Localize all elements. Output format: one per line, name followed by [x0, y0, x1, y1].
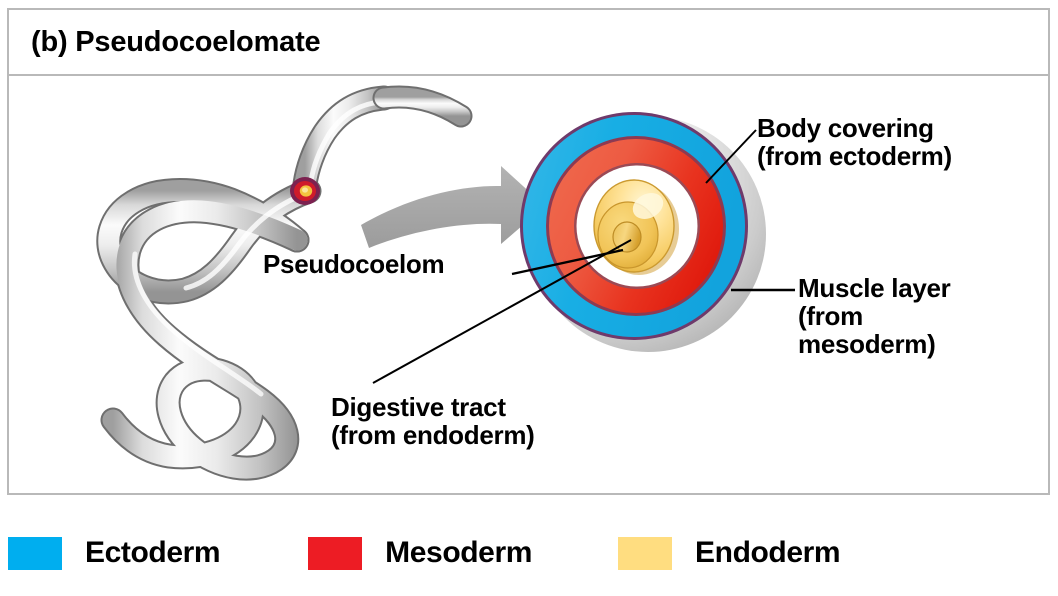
transform-arrow: [361, 166, 545, 248]
page-title: (b) Pseudocoelomate: [31, 25, 321, 58]
cross-section-diagram: [520, 112, 766, 352]
leader-line-body-covering: [705, 129, 757, 184]
legend-label-endoderm: Endoderm: [695, 536, 841, 569]
legend-item-mesoderm: Mesoderm: [308, 536, 532, 570]
label-digestive-tract: Digestive tract (from endoderm): [331, 392, 535, 451]
legend-swatch-mesoderm: [308, 536, 363, 570]
panel-header: (b) Pseudocoelomate: [9, 10, 1048, 76]
legend-swatch-ectoderm: [8, 536, 62, 570]
leader-line-digestive-tract: [372, 239, 632, 384]
illustration-area: Body covering (from ectoderm) Muscle lay…: [9, 78, 1048, 493]
diagram-artwork: [96, 85, 795, 481]
label-muscle-layer: Muscle layer (from mesoderm): [798, 273, 951, 360]
leader-lines: [372, 129, 795, 384]
nematode-worm-illustration: [96, 85, 473, 481]
legend-item-ectoderm: Ectoderm: [8, 536, 221, 570]
legend-swatch-endoderm: [618, 536, 673, 570]
worm-cut-end: [290, 177, 320, 205]
legend-item-endoderm: Endoderm: [618, 536, 841, 570]
figure-panel: (b) Pseudocoelomate: [7, 8, 1050, 495]
label-body-covering: Body covering (from ectoderm): [757, 113, 952, 172]
legend-label-ectoderm: Ectoderm: [85, 536, 221, 569]
legend-label-mesoderm: Mesoderm: [385, 536, 533, 569]
label-pseudocoelom: Pseudocoelom: [263, 249, 445, 279]
legend: Ectoderm Mesoderm Endoderm: [0, 520, 1058, 586]
